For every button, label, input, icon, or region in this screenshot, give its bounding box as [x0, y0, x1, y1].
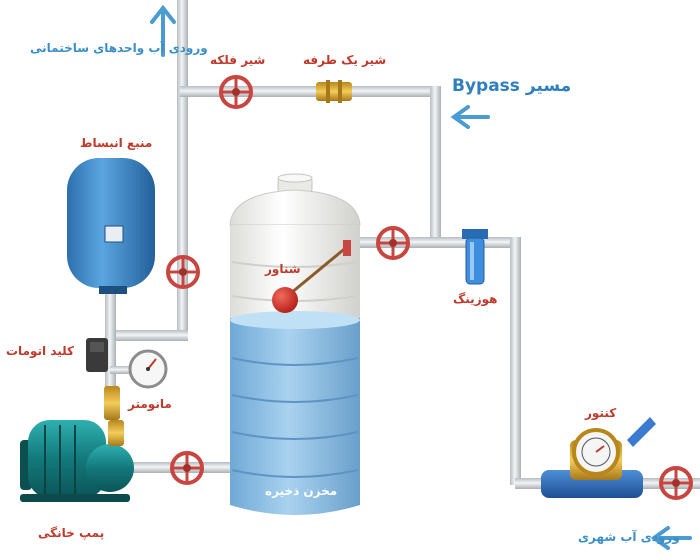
manometer-gauge-icon	[128, 349, 168, 389]
label-bypass: مسیر Bypass	[452, 76, 572, 96]
gate-valve-top-icon	[219, 75, 253, 109]
flow-arrows	[150, 4, 692, 550]
label-building-inlet: ورودی آب واحدهای ساختمانی	[30, 41, 208, 55]
gate-valve-pump-inlet-icon	[170, 451, 204, 485]
label-meter: کنتور	[585, 406, 617, 420]
expansion-tank	[67, 158, 155, 294]
pump-icon	[20, 420, 134, 502]
label-check-valve: شیر یک طرفه	[303, 53, 387, 67]
label-filter-housing: هوزینگ	[453, 292, 498, 306]
float-ball-icon	[272, 287, 298, 313]
city-arrow-left-icon	[650, 526, 692, 550]
water-meter-icon	[541, 417, 656, 498]
gate-valve-city-icon	[659, 466, 693, 500]
label-city-inlet: ورودی آب شهری	[578, 530, 680, 544]
filter-housing-icon	[462, 229, 488, 285]
building-arrow-up-icon	[150, 4, 176, 57]
storage-tank	[229, 173, 361, 515]
label-manometer: مانومتر	[128, 397, 172, 411]
label-pressure-switch: کلید اتومات	[6, 344, 75, 358]
label-storage-tank: مخزن ذخیره	[265, 484, 338, 498]
label-gate-valve: شیر فلکه	[210, 53, 266, 67]
pressure-switch-icon	[86, 338, 108, 372]
label-pump: پمپ خانگی	[38, 526, 105, 540]
label-float-valve: شناور	[265, 262, 301, 276]
bypass-arrow-left-icon	[450, 105, 490, 129]
gate-valve-riser-icon	[166, 255, 200, 289]
check-valve-icon	[316, 80, 352, 103]
gate-valve-tank-outlet-icon	[376, 226, 410, 260]
brass-nipple-icon	[104, 386, 120, 420]
label-expansion-tank: منبع انبساط	[80, 136, 153, 150]
